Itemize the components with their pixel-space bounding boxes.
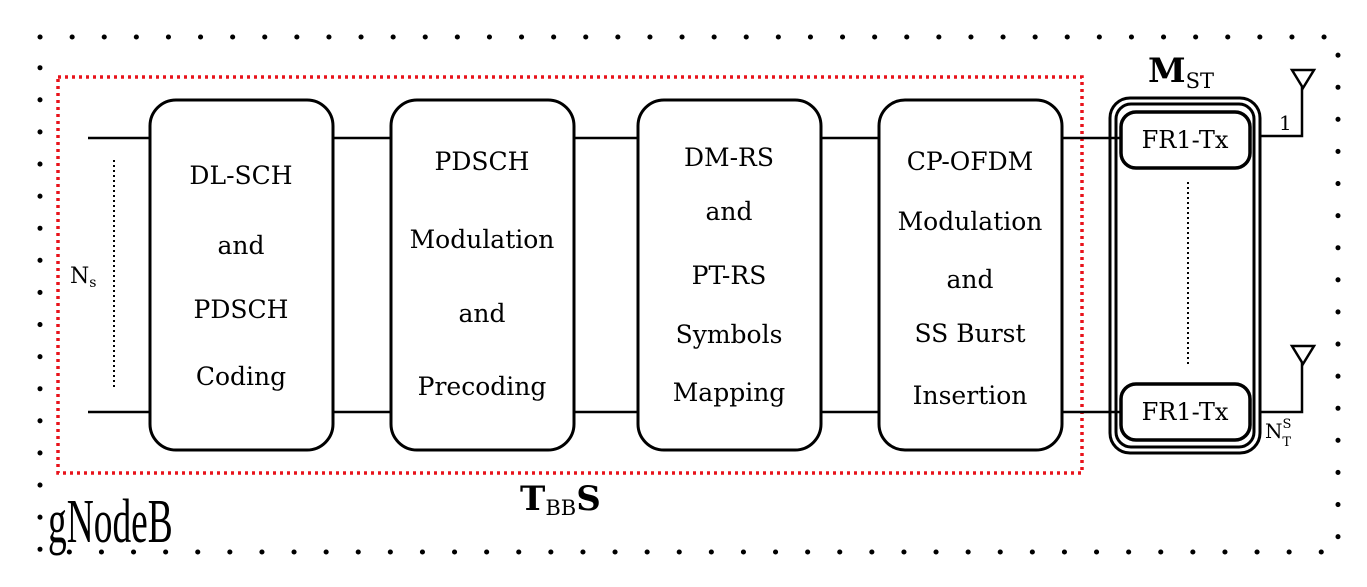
block-cp-ofdm-line-5: Insertion [913,381,1028,410]
antenna-1-feed [1260,86,1304,138]
tx-block-2 [1119,382,1252,442]
tx-block-1 [1119,110,1252,170]
tbbs-label: TBBS [520,479,601,520]
block-pdsch-precoding [389,98,576,452]
antenna-2-icon [1289,344,1317,367]
tbbs-boundary [56,75,1084,475]
block-rs-mapping-line-3: PT-RS [692,261,767,290]
streams-label: Ns [70,264,96,291]
block-dlsch-coding-line-3: PDSCH [194,295,289,324]
mst-module-outer [1108,96,1262,455]
block-cp-ofdm-line-2: Modulation [898,207,1043,236]
gnodeb-enclosure [37,34,1341,555]
mst-label: MST [1148,51,1214,93]
block-pdsch-precoding-line-1: PDSCH [435,147,530,176]
mst-module-inner [1114,102,1256,449]
block-pdsch-precoding-line-2: Modulation [410,225,555,254]
block-cp-ofdm [877,98,1064,452]
block-cp-ofdm-line-4: SS Burst [914,319,1025,348]
block-rs-mapping-line-4: Symbols [676,320,783,349]
tx-block-1-label: FR1-Tx [1142,126,1229,154]
tx-block-2-label: FR1-Tx [1142,398,1229,426]
block-pdsch-precoding-line-3: and [458,299,505,328]
antenna-2-feed [1260,362,1304,414]
antenna-1-icon [1289,68,1317,91]
block-dlsch-coding-line-4: Coding [196,362,286,391]
block-cp-ofdm-line-1: CP-OFDM [907,147,1034,176]
block-dlsch-coding-line-1: DL-SCH [189,161,292,190]
gnodeb-label: gNodeB [48,487,173,556]
block-dlsch-coding-line-2: and [217,231,264,260]
block-rs-mapping [636,98,823,452]
block-dlsch-coding [148,98,335,452]
antenna-1-index: 1 [1279,111,1292,135]
block-rs-mapping-line-1: DM-RS [684,143,774,172]
block-rs-mapping-line-2: and [705,197,752,226]
block-pdsch-precoding-line-4: Precoding [418,372,547,401]
block-cp-ofdm-line-3: and [946,265,993,294]
block-rs-mapping-line-5: Mapping [673,378,786,407]
